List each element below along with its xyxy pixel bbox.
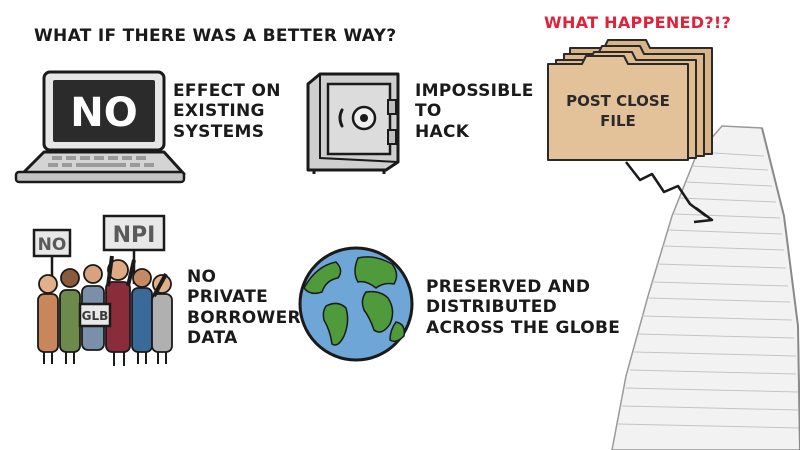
protest-crowd-illustration: NO NPI GLB [32, 214, 173, 366]
laptop-screen-text: NO [70, 90, 137, 136]
npi-caption-line: PRIVATE [187, 287, 269, 308]
safe-caption-line: TO [415, 101, 442, 122]
protest-banner-text: GLB [82, 309, 109, 323]
paper-stack-illustration [611, 125, 800, 450]
globe-caption-line: ACROSS THE GLOBE [426, 317, 621, 338]
laptop-icon: NO [14, 70, 186, 184]
globe-caption: PRESERVED AND DISTRIBUTED ACROSS THE GLO… [426, 277, 620, 338]
globe-caption-line: DISTRIBUTED [426, 297, 558, 318]
safe-caption: IMPOSSIBLE TO HACK [415, 81, 534, 142]
safe-icon [306, 72, 400, 174]
protest-sign-right-text: NPI [113, 223, 156, 248]
npi-caption-line: BORROWER [187, 307, 301, 328]
folder-label-line: POST CLOSE [566, 92, 670, 110]
safe-caption-line: HACK [415, 121, 470, 142]
headline: WHAT IF THERE WAS A BETTER WAY? [34, 26, 397, 46]
laptop-caption: EFFECT ON EXISTING SYSTEMS [173, 81, 281, 142]
laptop-caption-line: EXISTING [173, 101, 265, 122]
laptop-caption-line: EFFECT ON [173, 81, 281, 101]
safe-caption-line: IMPOSSIBLE [415, 81, 534, 101]
protest-sign-left-text: NO [38, 235, 67, 255]
globe-caption-line: PRESERVED AND [426, 277, 591, 297]
zigzag-arrow-icon [625, 161, 714, 224]
laptop-caption-line: SYSTEMS [173, 121, 265, 142]
npi-caption-line: DATA [187, 328, 238, 349]
npi-caption-line: NO [187, 267, 217, 287]
globe-icon [298, 246, 414, 362]
npi-caption: NO PRIVATE BORROWER DATA [187, 267, 301, 349]
post-close-file-folder-icon: POST CLOSE FILE [547, 39, 713, 161]
folder-label-line: FILE [600, 112, 636, 130]
what-happened-title: WHAT HAPPENED?!? [544, 13, 732, 32]
